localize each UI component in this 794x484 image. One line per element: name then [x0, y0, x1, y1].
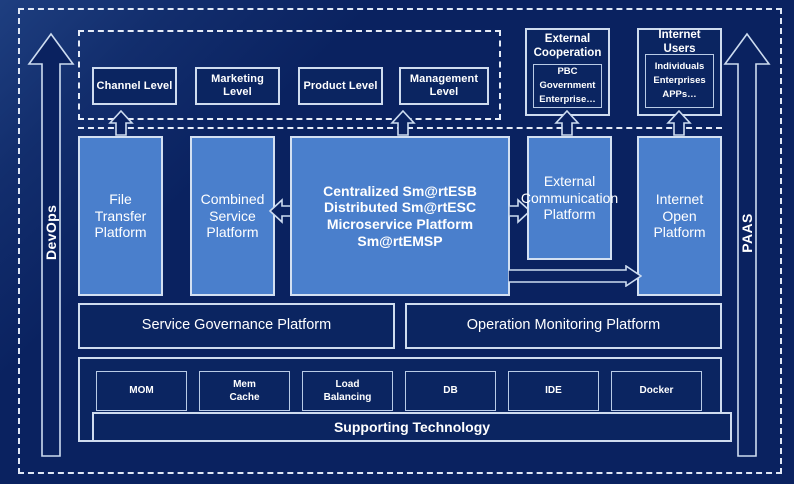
platform-label: Centralized Sm@rtESB Distributed Sm@rtES… [323, 182, 477, 249]
level-label: Product Level [303, 79, 378, 92]
supporting-technology-label: Supporting Technology [333, 418, 491, 435]
level-box-channel[interactable]: Channel Level [92, 67, 177, 105]
level-label: Marketing Level [211, 73, 264, 98]
external-cooperation-title: External Cooperation [533, 33, 602, 59]
business-levels-group [78, 30, 501, 120]
supporting-item-label: IDE [545, 385, 562, 397]
devops-arrow-label: DevOps [43, 204, 59, 260]
platform-file-transfer[interactable]: File Transfer Platform [78, 136, 163, 296]
supporting-item-label: Mem Cache [229, 378, 260, 404]
supporting-item-label: Load Balancing [323, 378, 372, 404]
connector-arrow-file-transfer [108, 110, 134, 136]
supporting-item-mem-cache[interactable]: Mem Cache [199, 371, 290, 411]
connector-arrow-internet-open [666, 110, 692, 136]
supporting-item-ide[interactable]: IDE [508, 371, 599, 411]
supporting-technology-banner[interactable]: Supporting Technology [92, 412, 732, 442]
platform-external-communication[interactable]: External Communication Platform [521, 136, 618, 260]
level-label: Management Level [409, 73, 479, 98]
level-label: Channel Level [96, 79, 173, 92]
supporting-item-label: DB [443, 385, 458, 397]
internet-users-title: Internet Users [658, 28, 701, 55]
platform-combined-service[interactable]: Combined Service Platform [190, 136, 275, 296]
external-cooperation-body: PBC Government Enterprise… [533, 64, 602, 108]
supporting-item-docker[interactable]: Docker [611, 371, 702, 411]
arrow-centralized-to-internet-open [508, 265, 642, 287]
level-box-product[interactable]: Product Level [298, 67, 383, 105]
governance-label: Operation Monitoring Platform [466, 317, 661, 334]
arrow-centralized-to-combined [268, 198, 292, 224]
level-box-marketing[interactable]: Marketing Level [195, 67, 280, 105]
arrow-centralized-to-external-comm [508, 198, 532, 224]
devops-arrow [26, 30, 76, 460]
supporting-item-label: MOM [129, 385, 154, 397]
platform-centralized-esb[interactable]: Centralized Sm@rtESB Distributed Sm@rtES… [290, 136, 510, 296]
internet-users-body: Individuals Enterprises APPs… [645, 54, 714, 108]
platform-label: External Communication Platform [520, 173, 619, 223]
platform-label: Combined Service Platform [200, 191, 265, 241]
connector-arrow-external-communication [554, 110, 580, 136]
supporting-item-load-balancing[interactable]: Load Balancing [302, 371, 393, 411]
platform-internet-open[interactable]: Internet Open Platform [637, 136, 722, 296]
platform-label: Internet Open Platform [653, 191, 706, 241]
operation-monitoring-platform[interactable]: Operation Monitoring Platform [405, 303, 722, 349]
platform-label: File Transfer Platform [94, 191, 147, 241]
internet-users-group[interactable]: Internet Users Individuals Enterprises A… [637, 28, 722, 116]
supporting-item-db[interactable]: DB [405, 371, 496, 411]
paas-arrow-label: PAAS [739, 213, 755, 253]
level-box-management[interactable]: Management Level [399, 67, 489, 105]
connector-arrow-center-platform [390, 110, 416, 136]
external-cooperation-group[interactable]: External Cooperation PBC Government Ente… [525, 28, 610, 116]
paas-arrow [722, 30, 772, 460]
supporting-item-label: Docker [639, 385, 674, 397]
supporting-item-mom[interactable]: MOM [96, 371, 187, 411]
service-governance-platform[interactable]: Service Governance Platform [78, 303, 395, 349]
governance-label: Service Governance Platform [141, 317, 332, 334]
outer-dashed-frame [18, 8, 782, 474]
